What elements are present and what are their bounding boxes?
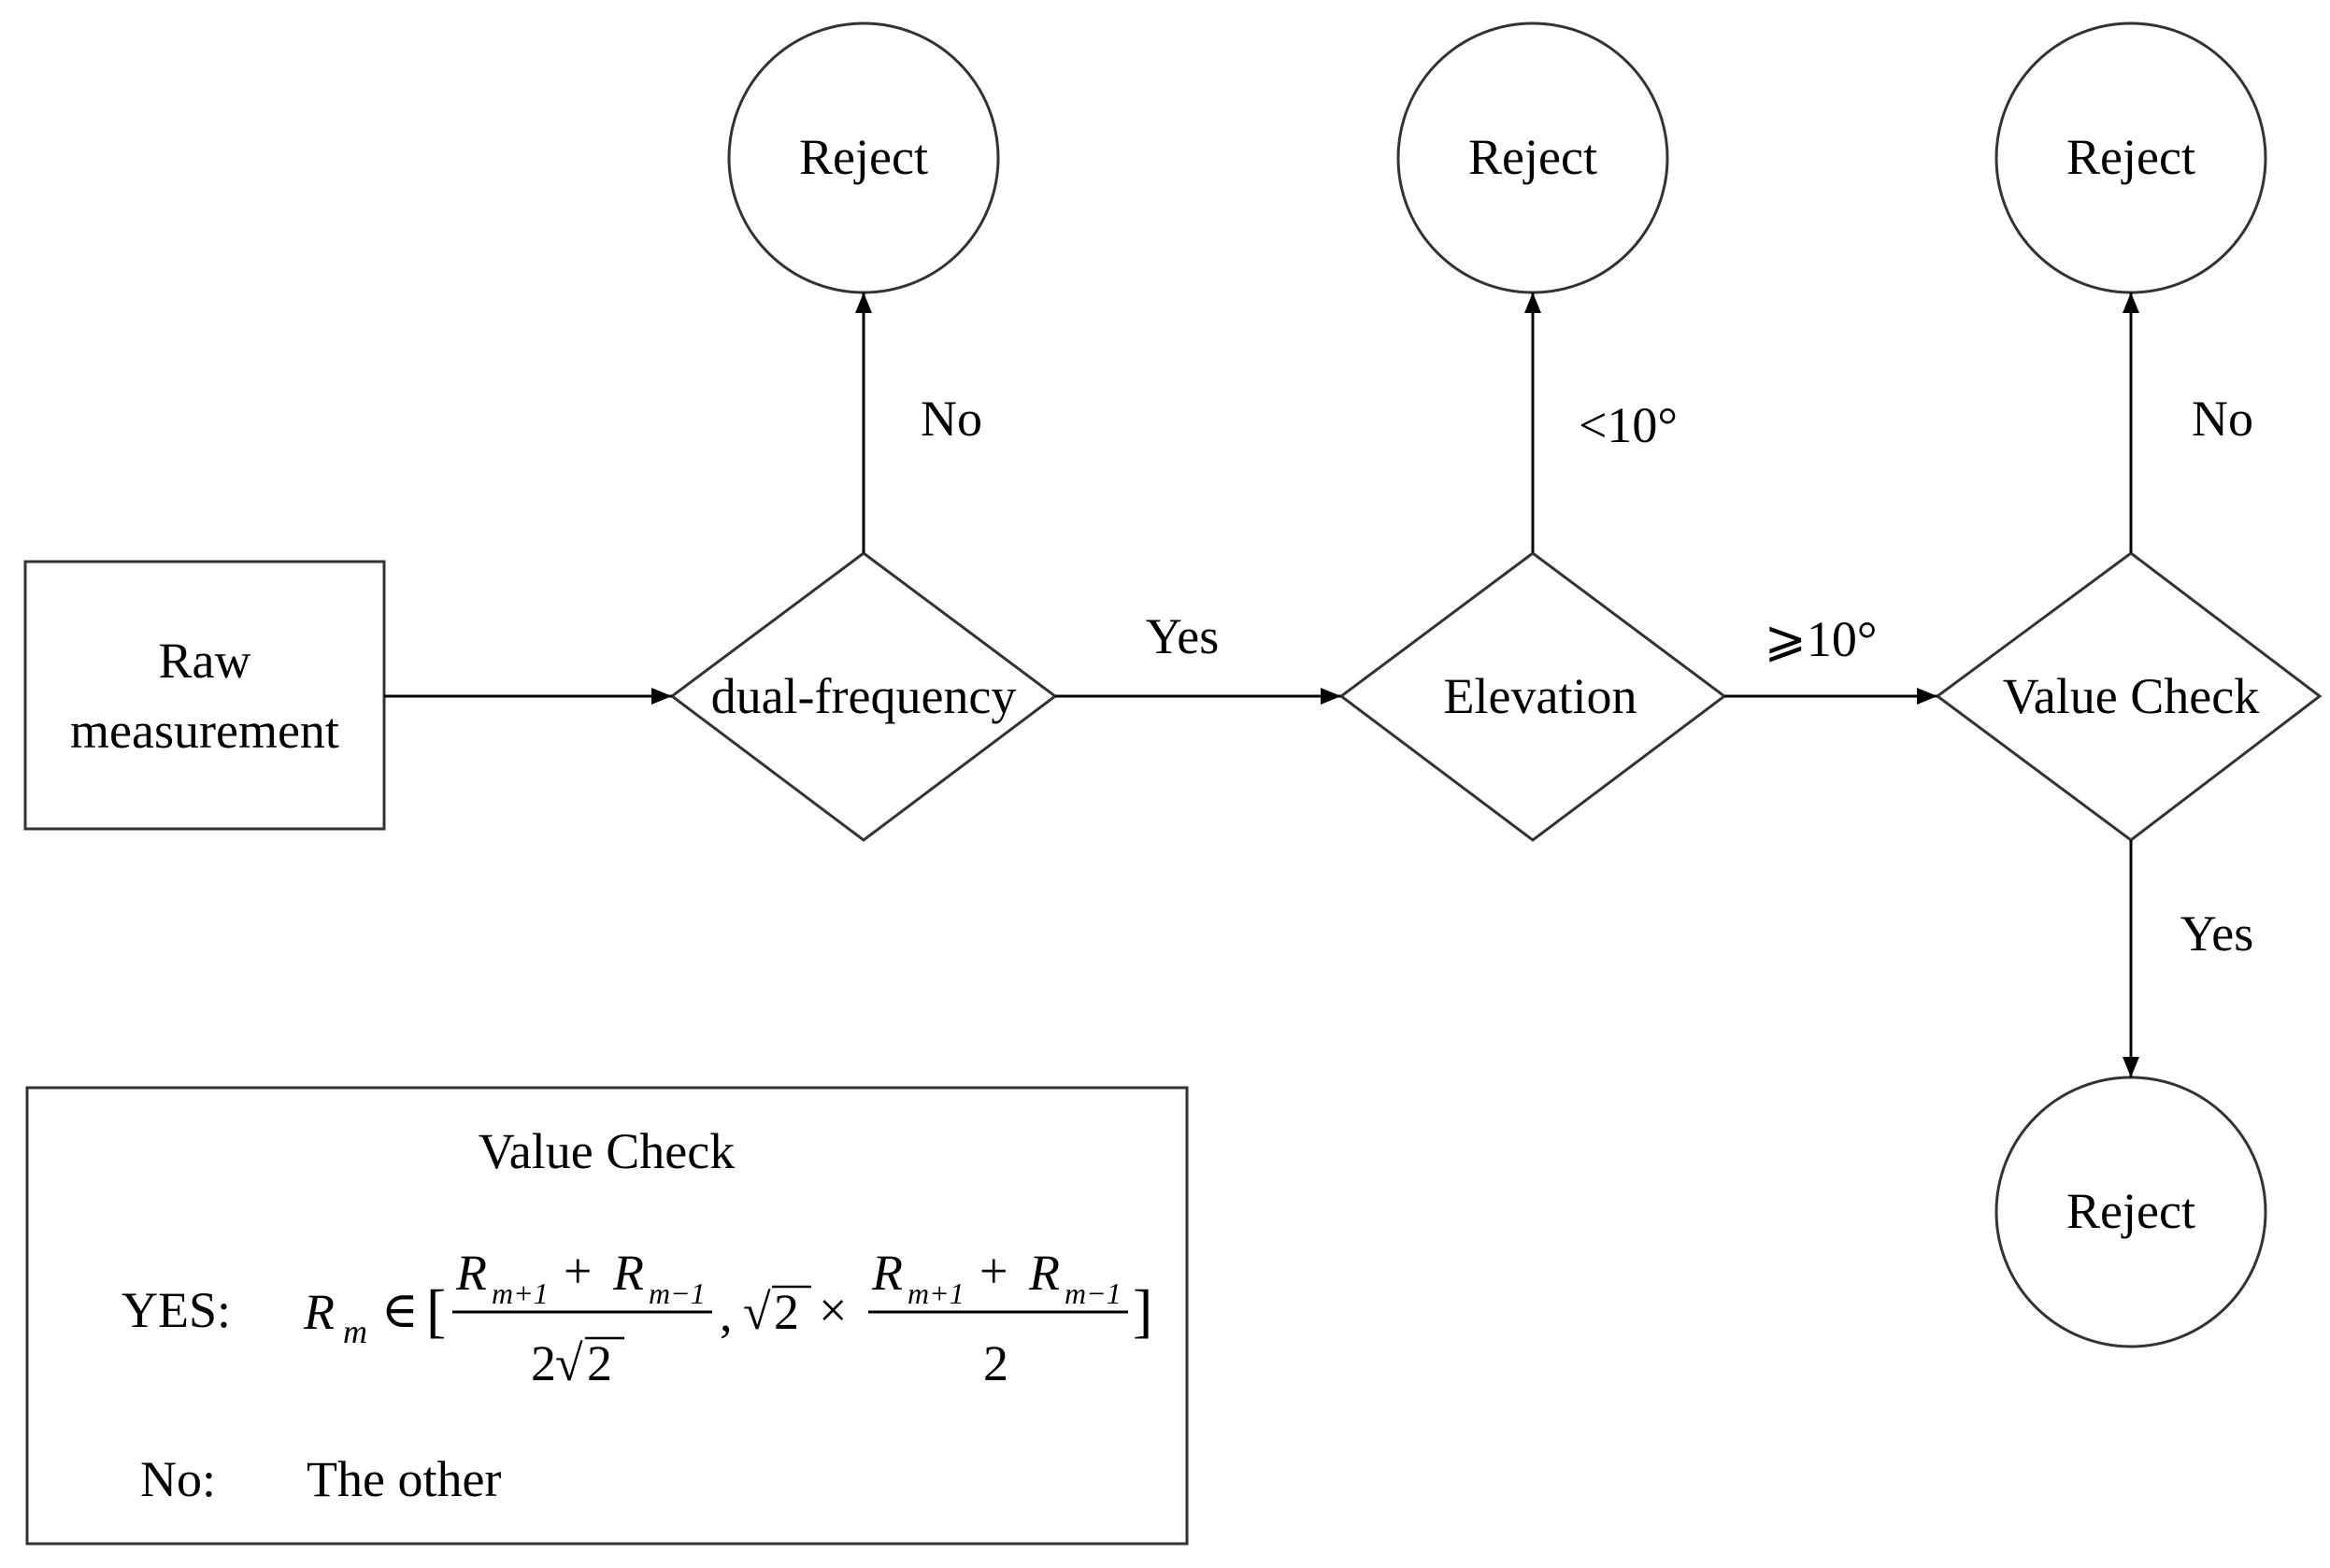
legend-yes-label: YES: <box>122 1282 231 1338</box>
svg-text:m+1: m+1 <box>492 1276 549 1310</box>
elevation-label: Elevation <box>1444 668 1637 724</box>
edge-label-value-no: No <box>2192 391 2253 447</box>
svg-text:[: [ <box>426 1277 446 1344</box>
legend-no-text: The other <box>307 1451 501 1507</box>
svg-text:2: 2 <box>587 1335 612 1391</box>
svg-text:2: 2 <box>531 1335 556 1391</box>
svg-text:+: + <box>979 1243 1008 1299</box>
svg-text:2: 2 <box>983 1335 1008 1391</box>
svg-text:∈: ∈ <box>381 1282 419 1338</box>
raw-measurement-box: Raw measurement <box>23 560 386 831</box>
svg-text:R: R <box>1028 1245 1060 1301</box>
value-check-label: Value Check <box>2003 668 2259 724</box>
svg-text:R: R <box>612 1245 644 1301</box>
reject-node-2: Reject <box>1396 21 1669 294</box>
svg-text:R: R <box>303 1284 335 1340</box>
svg-text:R: R <box>871 1245 903 1301</box>
legend-title: Value Check <box>479 1123 735 1179</box>
raw-measurement-label-line1: Raw <box>159 633 251 689</box>
reject-label-2: Reject <box>1468 129 1597 185</box>
reject-label-3: Reject <box>2066 129 2195 185</box>
edge-label-elevation-low: <10° <box>1579 397 1678 453</box>
reject-node-1: Reject <box>727 21 1000 294</box>
legend-no-label: No: <box>140 1451 216 1507</box>
edge-label-dual-yes: Yes <box>1146 608 1220 664</box>
edge-label-dual-no: No <box>921 391 982 447</box>
raw-measurement-label-line2: measurement <box>70 703 339 759</box>
svg-text:+: + <box>564 1243 592 1299</box>
svg-text:m−1: m−1 <box>649 1276 706 1310</box>
value-check-decision: Value Check <box>1935 551 2323 842</box>
svg-text:,: , <box>720 1286 733 1342</box>
reject-label-1: Reject <box>799 129 928 185</box>
elevation-decision: Elevation <box>1338 551 1727 842</box>
svg-text:2: 2 <box>774 1284 799 1340</box>
edge-label-value-yes: Yes <box>2180 905 2254 962</box>
svg-text:√: √ <box>743 1284 771 1340</box>
value-check-legend: Value Check YES: R m ∈ [ R m+1 + R m−1 2… <box>25 1086 1189 1546</box>
svg-text:R: R <box>455 1245 487 1301</box>
svg-text:√: √ <box>555 1335 583 1391</box>
svg-text:×: × <box>819 1282 847 1338</box>
edge-label-elevation-high: ⩾10° <box>1765 611 1878 667</box>
svg-text:]: ] <box>1133 1277 1152 1344</box>
dual-frequency-decision: dual-frequency <box>669 551 1058 842</box>
reject-node-3: Reject <box>1994 21 2267 294</box>
svg-text:m−1: m−1 <box>1065 1276 1122 1310</box>
reject-node-4: Reject <box>1994 1076 2267 1348</box>
svg-text:m+1: m+1 <box>908 1276 965 1310</box>
value-check-formula: R m ∈ [ R m+1 + R m−1 2 √ 2 , √ 2 × R m+… <box>303 1243 1152 1391</box>
dual-frequency-label: dual-frequency <box>711 668 1017 724</box>
reject-label-4: Reject <box>2066 1183 2195 1239</box>
svg-text:m: m <box>343 1313 367 1350</box>
